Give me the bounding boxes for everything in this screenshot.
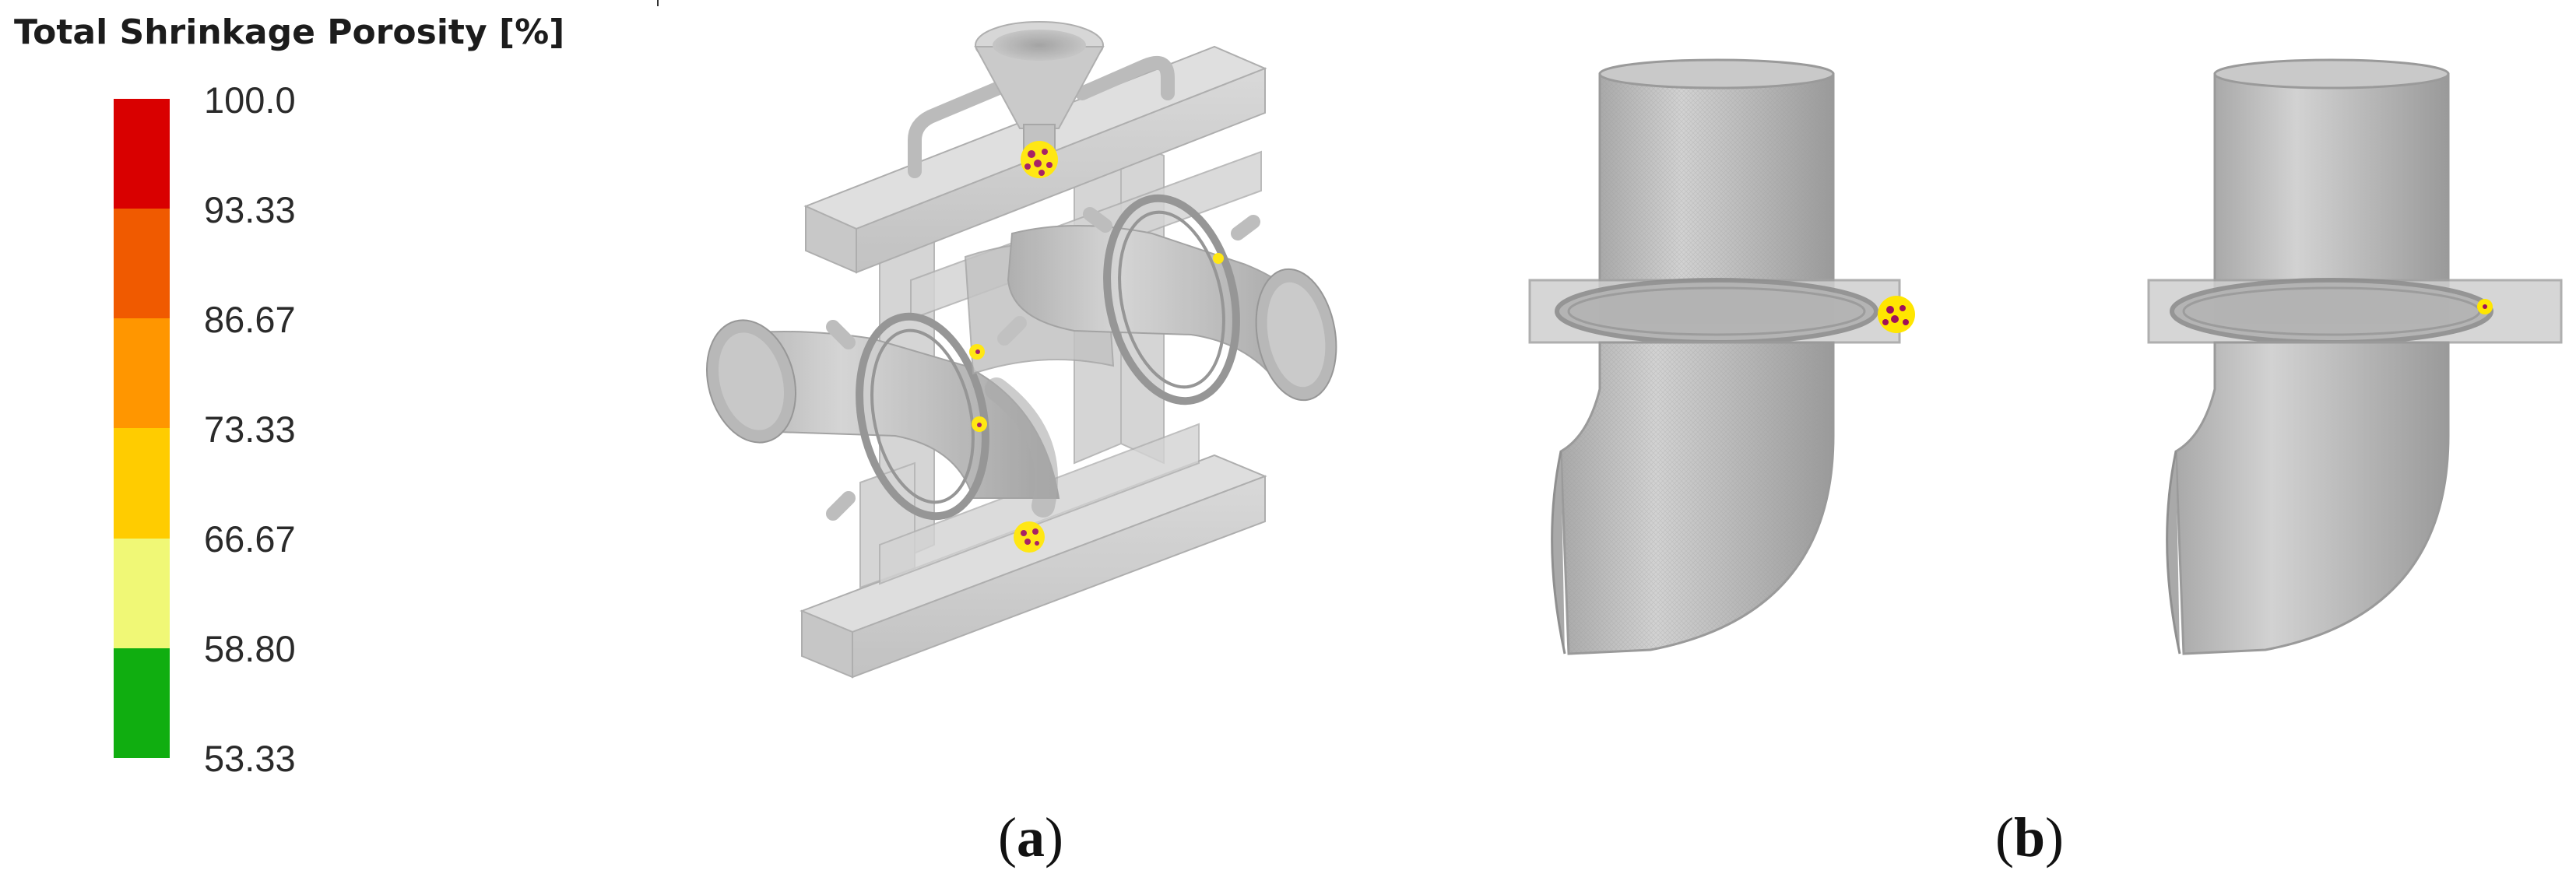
panel-b-elbow-2 [2147,58,2563,655]
porosity-defect [969,344,985,360]
pouring-funnel [974,21,1105,156]
colorbar-tick-label: 66.67 [204,518,296,560]
porosity-defect [1878,296,1915,333]
colorbar-tick-label: 100.0 [204,79,296,121]
colorbar-segment [114,318,170,429]
colorbar-segment [114,428,170,539]
porosity-defect [2477,299,2493,314]
colorbar-tick-label: 53.33 [204,738,296,779]
top-tick-mark [657,0,659,6]
panel-b-elbow-1 [1528,58,1915,655]
colorbar-tick-label: 58.80 [204,628,296,669]
colorbar-segment [114,209,170,319]
panel-label-a: (a) [998,806,1063,869]
porosity-defect [1213,253,1224,264]
colorbar-tick-label: 73.33 [204,409,296,450]
porosity-colorbar [114,99,170,758]
colorbar-segment [114,99,170,209]
right-elbow-casting [1007,225,1337,402]
porosity-defect [972,416,987,432]
porosity-defect [1021,141,1058,178]
colorbar-tick-label: 93.33 [204,189,296,230]
right-flange-ring [1083,194,1260,405]
panel-a-assembly [705,21,1337,679]
sprue-channel [908,56,1175,178]
colorbar-tick-label: 86.67 [204,299,296,340]
legend-title: Total Shrinkage Porosity [%] [14,12,565,52]
colorbar-segment [114,648,170,758]
porosity-defect [1014,521,1045,553]
colorbar-segment [114,538,170,648]
panel-label-b: (b) [1995,806,2065,869]
